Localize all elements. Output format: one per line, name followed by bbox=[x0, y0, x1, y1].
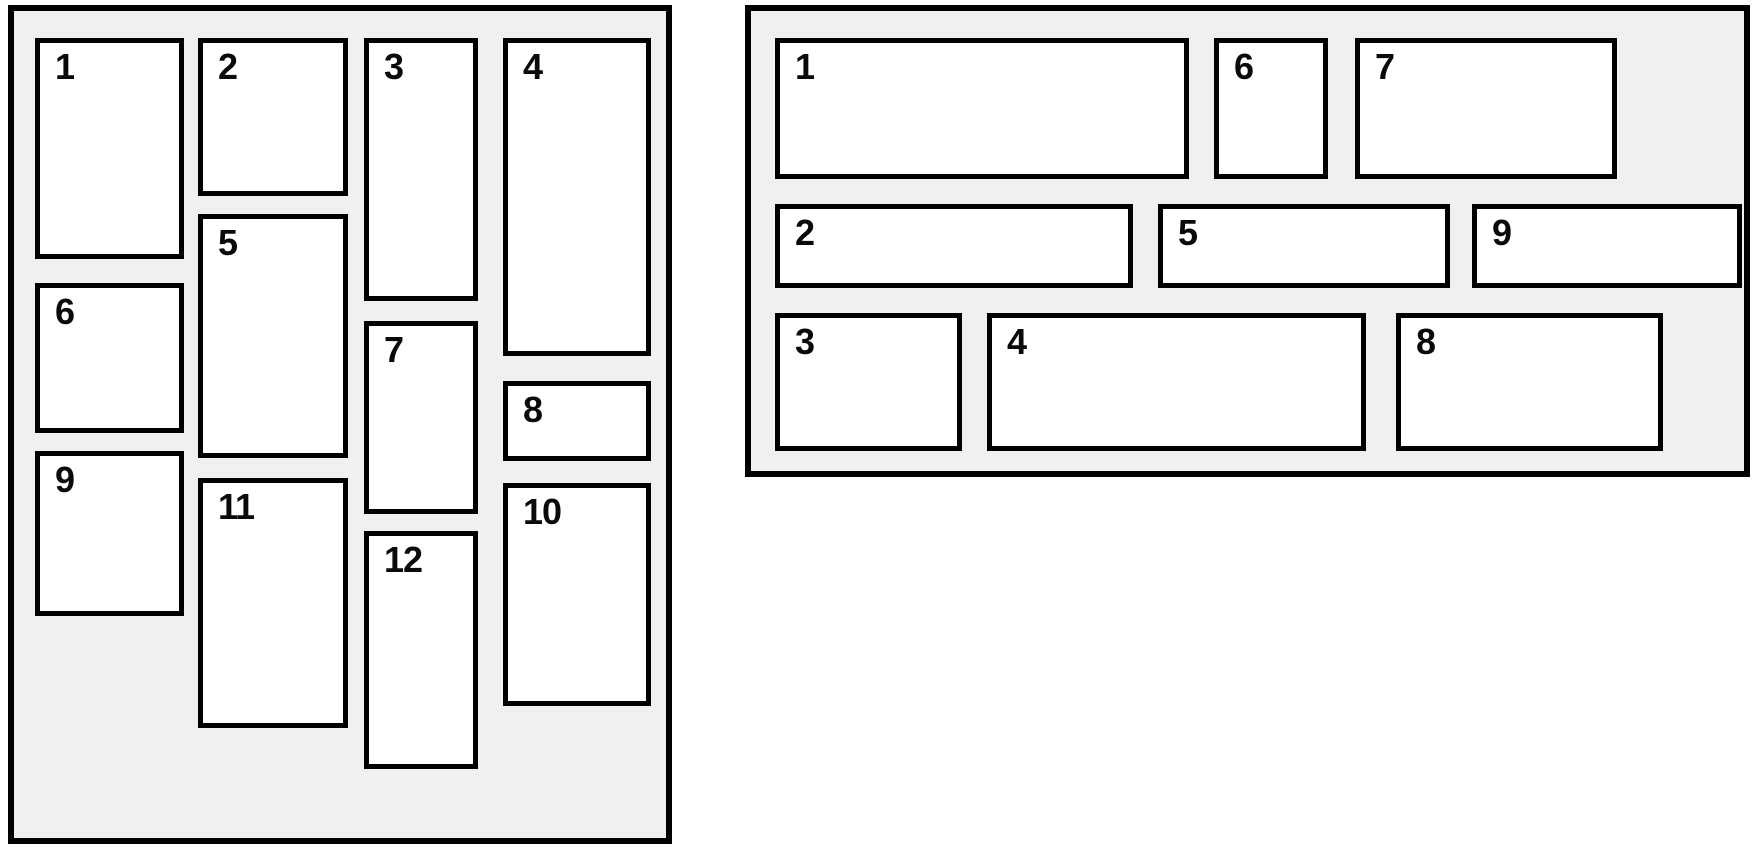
layout-box: 12 bbox=[364, 531, 478, 769]
box-number: 8 bbox=[1416, 321, 1436, 362]
box-number: 4 bbox=[1007, 321, 1027, 362]
layout-box: 5 bbox=[198, 214, 348, 458]
box-number: 6 bbox=[55, 291, 75, 332]
layout-box: 6 bbox=[1214, 38, 1328, 179]
box-number: 1 bbox=[795, 46, 815, 87]
box-number: 7 bbox=[1375, 46, 1395, 87]
box-number: 9 bbox=[1492, 212, 1512, 253]
layout-box: 2 bbox=[198, 38, 348, 196]
box-number: 6 bbox=[1234, 46, 1254, 87]
layout-box: 4 bbox=[503, 38, 651, 356]
box-number: 3 bbox=[795, 321, 815, 362]
layout-box: 5 bbox=[1158, 204, 1450, 288]
layout-box: 7 bbox=[1355, 38, 1617, 179]
layout-box: 8 bbox=[503, 381, 651, 461]
box-number: 7 bbox=[384, 329, 404, 370]
box-number: 12 bbox=[384, 539, 423, 580]
layout-box: 1 bbox=[775, 38, 1189, 179]
layout-box: 3 bbox=[775, 313, 962, 451]
layout-box: 3 bbox=[364, 38, 478, 301]
box-number: 10 bbox=[523, 491, 562, 532]
layout-box: 7 bbox=[364, 321, 478, 514]
layout-box: 2 bbox=[775, 204, 1133, 288]
box-number: 3 bbox=[384, 46, 404, 87]
row-order-panel: 1 2 3 4 5 6 7 bbox=[745, 5, 1750, 477]
layout-box: 4 bbox=[987, 313, 1366, 451]
layout-box: 9 bbox=[35, 451, 184, 616]
box-number: 5 bbox=[1178, 212, 1198, 253]
box-number: 4 bbox=[523, 46, 543, 87]
layout-box: 11 bbox=[198, 478, 348, 728]
box-number: 11 bbox=[218, 486, 255, 527]
box-number: 9 bbox=[55, 459, 75, 500]
layout-box: 9 bbox=[1472, 204, 1742, 288]
box-number: 2 bbox=[795, 212, 815, 253]
layout-box: 6 bbox=[35, 283, 184, 433]
layout-box: 1 bbox=[35, 38, 184, 259]
box-number: 1 bbox=[55, 46, 75, 87]
box-number: 5 bbox=[218, 222, 238, 263]
box-number: 2 bbox=[218, 46, 238, 87]
layout-box: 10 bbox=[503, 483, 651, 706]
box-number: 8 bbox=[523, 389, 543, 430]
masonry-column-order-panel: 1 2 3 4 5 6 7 bbox=[8, 5, 672, 844]
layout-box: 8 bbox=[1396, 313, 1663, 451]
